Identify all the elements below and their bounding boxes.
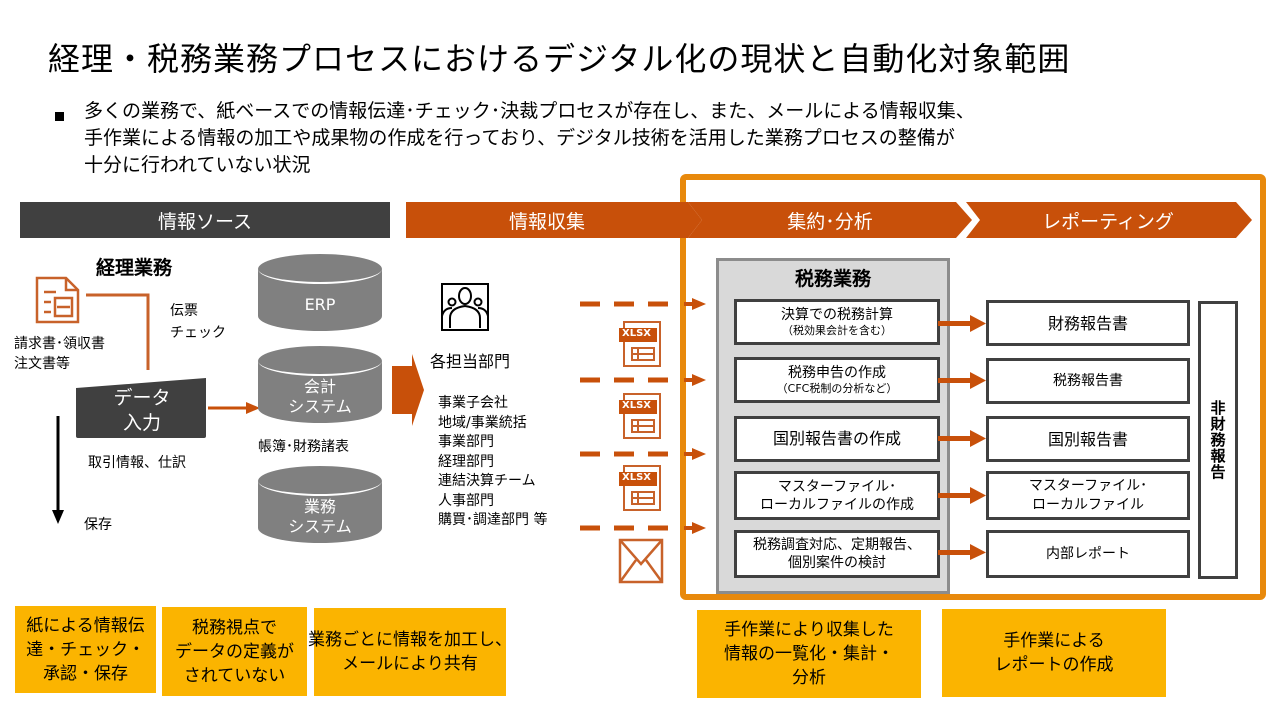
phase-label: 情報収集 (508, 210, 585, 233)
issue-box: 紙による情報伝 達・チェック・ 承認・保存 (15, 606, 156, 693)
report-non-financial: 非財務報告 (1198, 301, 1238, 579)
data-input-shape (76, 378, 206, 438)
summary-line: 十分に行われていない状況 (84, 154, 311, 176)
phase-label: 情報ソース (157, 210, 253, 233)
database-business-system: 業務 システム (258, 466, 382, 546)
voucher-check-label: 伝票 チェック (170, 303, 226, 341)
accounting-heading: 経理業務 (96, 257, 173, 279)
department-item: 地域/事業統括 (438, 414, 527, 431)
departments-list: 事業子会社 地域/事業統括 事業部門 経理部門 連結決算チーム 人事部門 購買･… (438, 394, 547, 531)
arrow-right-icon (208, 402, 260, 414)
issue-box: 業務ごとに情報を加工し、 メールにより共有 (308, 608, 512, 696)
department-item: 事業部門 (438, 434, 494, 450)
data-input-label: データ 入力 (113, 387, 171, 434)
tax-work-heading: 税務業務 (794, 268, 871, 290)
database-erp: ERP (258, 254, 382, 334)
flow-arrow-icon (392, 354, 424, 426)
database-accounting-system: 会計 システム (258, 346, 382, 426)
automation-scope-frame (680, 174, 1266, 600)
task-tax-audit: 税務調査対応、定期報告、 個別案件の検討 (734, 530, 940, 578)
departments-heading: 各担当部門 (430, 352, 511, 371)
department-item: 事業子会社 (438, 395, 508, 411)
phase-label: 集約･分析 (787, 210, 873, 233)
issue-box: 手作業により収集した 情報の一覧化・集計・ 分析 (697, 610, 921, 698)
phase-header-source: 情報ソース (20, 202, 390, 238)
phase-header-collection: 情報収集 (406, 202, 688, 238)
summary-text: 多くの業務で、紙ベースでの情報伝達･チェック･決裁プロセスが存在し、また、メール… (84, 98, 1244, 179)
summary-line: 手作業による情報の加工や成果物の作成を行っており、デジタル技術を活用した業務プロ… (84, 127, 955, 149)
page-title: 経理・税務業務プロセスにおけるデジタル化の現状と自動化対象範囲 (48, 40, 1071, 78)
task-tax-calculation: 決算での税務計算 （税効果会計を含む） (734, 299, 940, 345)
solid-arrows (938, 315, 986, 560)
ledger-label: 帳簿･財務諸表 (258, 439, 349, 455)
connector-line (86, 293, 150, 370)
department-item: 経理部門 (438, 453, 494, 470)
phase-header-analysis: 集約･分析 (700, 202, 960, 238)
task-tax-return: 税務申告の作成 （CFC税制の分析など） (734, 357, 940, 403)
report-internal: 内部レポート (986, 530, 1190, 578)
store-label: 保存 (84, 517, 112, 533)
issue-box: 手作業による レポートの作成 (942, 609, 1166, 697)
report-master-local-file: マスターファイル･ ローカルファイル (986, 471, 1190, 520)
people-icon (441, 283, 489, 331)
issue-box: 税務視点で データの定義が されていない (162, 607, 307, 696)
mail-icon (618, 538, 664, 584)
task-country-report: 国別報告書の作成 (734, 416, 940, 462)
summary-line: 多くの業務で、紙ベースでの情報伝達･チェック･決裁プロセスが存在し、また、メール… (84, 100, 975, 122)
dashed-arrows (580, 298, 706, 534)
xlsx-file-icon: XLSX (618, 464, 662, 512)
report-country: 国別報告書 (986, 416, 1190, 462)
xlsx-file-icon: XLSX (618, 320, 662, 368)
phase-label: レポーティング (1042, 210, 1174, 233)
report-financial: 財務報告書 (986, 300, 1190, 346)
phase-header-reporting: レポーティング (980, 202, 1236, 238)
arrow-down-icon (52, 416, 64, 524)
phase-header-reporting-shape (966, 202, 1252, 238)
phase-header-collection-shape (406, 202, 702, 238)
transaction-label: 取引情報、仕訳 (88, 455, 186, 471)
report-tax: 税務報告書 (986, 358, 1190, 404)
department-item: 購買･調達部門 等 (438, 512, 548, 528)
task-master-local-file: マスターファイル･ ローカルファイルの作成 (734, 471, 940, 520)
document-icon (35, 276, 80, 324)
phase-header-analysis-shape (688, 202, 972, 238)
department-item: 人事部門 (438, 492, 494, 509)
department-item: 連結決算チーム (438, 473, 536, 489)
bullet-marker (55, 112, 64, 121)
xlsx-file-icon: XLSX (618, 392, 662, 440)
document-label: 請求書･領収書 注文書等 (14, 336, 105, 372)
